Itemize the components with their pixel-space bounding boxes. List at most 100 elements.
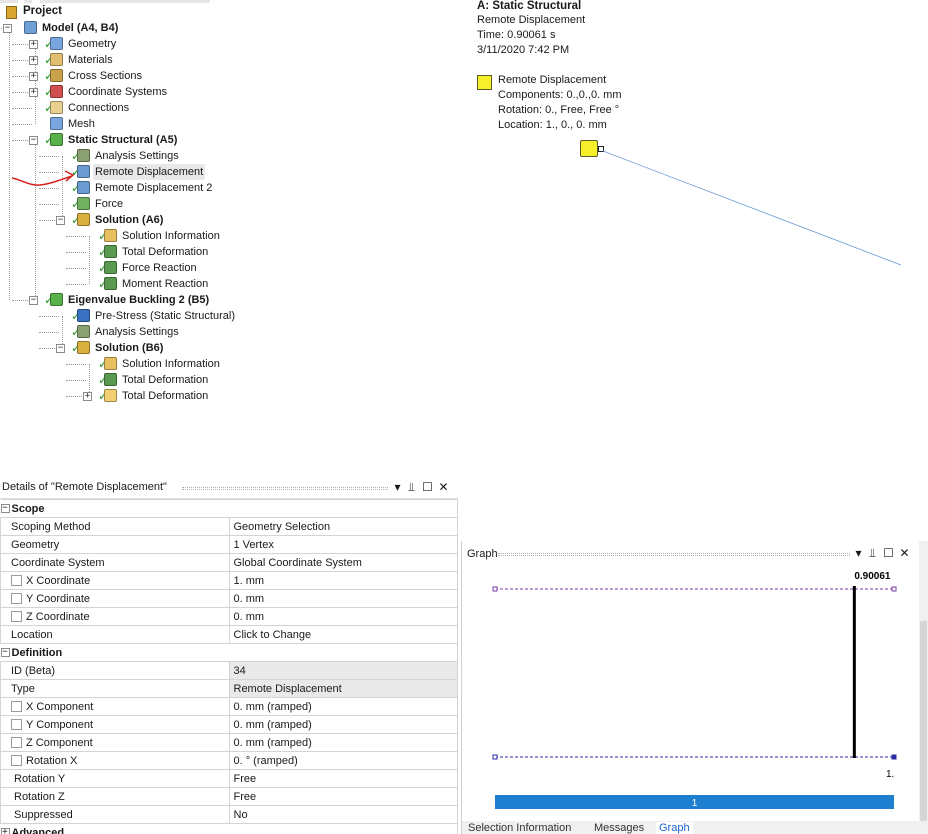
- property-value[interactable]: Remote Displacement: [228, 679, 458, 698]
- graph-maximize-icon[interactable]: ☐: [883, 546, 894, 560]
- collapse-icon[interactable]: −: [0, 647, 10, 658]
- check-status-icon: ✓: [98, 388, 108, 404]
- collapse-icon[interactable]: −: [56, 215, 65, 225]
- collapse-icon[interactable]: −: [29, 295, 38, 305]
- mesh-icon: [50, 117, 63, 130]
- check-status-icon: ✓: [71, 180, 81, 196]
- property-value[interactable]: Click to Change: [228, 625, 458, 644]
- expand-icon[interactable]: +: [83, 391, 92, 401]
- details-drag-grip[interactable]: [182, 487, 388, 490]
- details-pin-icon[interactable]: ⫫: [408, 480, 415, 494]
- expand-icon[interactable]: +: [29, 71, 38, 81]
- graph-pin-icon[interactable]: ⫫: [869, 546, 876, 560]
- property-value[interactable]: Geometry Selection: [228, 517, 458, 536]
- collapse-icon[interactable]: −: [3, 23, 12, 33]
- property-value[interactable]: 34: [228, 661, 458, 680]
- details-close-icon[interactable]: ✕: [438, 480, 449, 494]
- parameter-checkbox[interactable]: [11, 575, 22, 587]
- eigenvalue-buckling-icon: [50, 293, 63, 306]
- viewport-timestamp: 3/11/2020 7:42 PM: [477, 44, 570, 56]
- remote-displacement-marker[interactable]: [580, 140, 598, 157]
- details-maximize-icon[interactable]: ☐: [422, 480, 433, 494]
- expand-icon[interactable]: +: [29, 87, 38, 97]
- property-value[interactable]: 0. mm: [228, 589, 458, 608]
- property-value[interactable]: 0. mm (ramped): [228, 697, 458, 716]
- graph-drag-grip[interactable]: [498, 553, 850, 556]
- property-value[interactable]: No: [228, 805, 458, 824]
- folder-icon: [104, 389, 117, 402]
- graph-close-icon[interactable]: ✕: [899, 546, 910, 560]
- property-value[interactable]: Free: [228, 769, 458, 788]
- details-row[interactable]: ID (Beta) 34: [0, 661, 458, 680]
- collapse-icon[interactable]: −: [0, 503, 10, 514]
- graph-dropdown-icon[interactable]: ▾: [855, 546, 862, 560]
- remote-point-marker[interactable]: [598, 146, 604, 152]
- check-status-icon: ✓: [71, 148, 81, 164]
- tree-node-label: Total Deformation: [122, 374, 209, 386]
- parameter-checkbox[interactable]: [11, 755, 22, 767]
- total-deformation-icon: [104, 373, 117, 386]
- tree-node-label: Geometry: [68, 38, 117, 50]
- property-value[interactable]: 0. mm (ramped): [228, 733, 458, 752]
- property-value[interactable]: 0. ° (ramped): [228, 751, 458, 770]
- check-status-icon: ✓: [44, 100, 54, 116]
- legend-color-swatch: [477, 75, 492, 90]
- details-row[interactable]: Z Component 0. mm (ramped): [0, 733, 458, 752]
- property-value[interactable]: 0. mm (ramped): [228, 715, 458, 734]
- graphics-viewport[interactable]: A: Static Structural Remote Displacement…: [461, 0, 928, 540]
- property-value[interactable]: 0. mm: [228, 607, 458, 626]
- tab-selection-information[interactable]: Selection Information: [468, 822, 572, 834]
- tree-node-label: Model (A4, B4): [42, 22, 119, 34]
- property-value[interactable]: 1. mm: [228, 571, 458, 590]
- tree-node-label: Analysis Settings: [95, 150, 179, 162]
- check-status-icon: ✓: [98, 372, 108, 388]
- property-value[interactable]: 1 Vertex: [228, 535, 458, 554]
- details-group-header[interactable]: −Scope: [0, 499, 458, 518]
- load-step-bar[interactable]: [495, 795, 894, 809]
- property-value[interactable]: Free: [228, 787, 458, 806]
- expand-icon[interactable]: +: [29, 39, 38, 49]
- details-group-header[interactable]: −Definition: [0, 643, 458, 662]
- expand-icon[interactable]: +: [0, 828, 10, 834]
- parameter-checkbox[interactable]: [11, 593, 22, 605]
- tree-guide-line: [66, 364, 86, 365]
- parameter-checkbox[interactable]: [11, 719, 22, 731]
- property-name: ID (Beta): [11, 664, 56, 677]
- expand-icon[interactable]: +: [29, 55, 38, 65]
- details-dropdown-icon[interactable]: ▾: [394, 480, 401, 494]
- tree-guide-line: [66, 284, 86, 285]
- project-node-label[interactable]: Project: [23, 5, 62, 17]
- collapse-icon[interactable]: −: [29, 135, 38, 145]
- property-name: Z Component: [26, 736, 93, 749]
- parameter-checkbox[interactable]: [11, 611, 22, 623]
- details-group-header[interactable]: +Advanced: [0, 823, 458, 834]
- solution-icon: [77, 341, 90, 354]
- property-value[interactable]: Global Coordinate System: [228, 553, 458, 572]
- remote-displacement-2-icon: [77, 181, 90, 194]
- parameter-checkbox[interactable]: [11, 737, 22, 749]
- tree-guide-line: [12, 44, 32, 45]
- tree-guide-line: [35, 140, 36, 300]
- graph-corner-marker: [891, 586, 897, 592]
- right-edge-scrollbar[interactable]: [919, 541, 928, 834]
- collapse-icon[interactable]: −: [56, 343, 65, 353]
- legend-components: Components: 0.,0.,0. mm: [498, 89, 622, 101]
- tab-messages[interactable]: Messages: [594, 822, 645, 834]
- tab-graph[interactable]: Graph: [656, 822, 693, 834]
- parameter-checkbox[interactable]: [11, 701, 22, 713]
